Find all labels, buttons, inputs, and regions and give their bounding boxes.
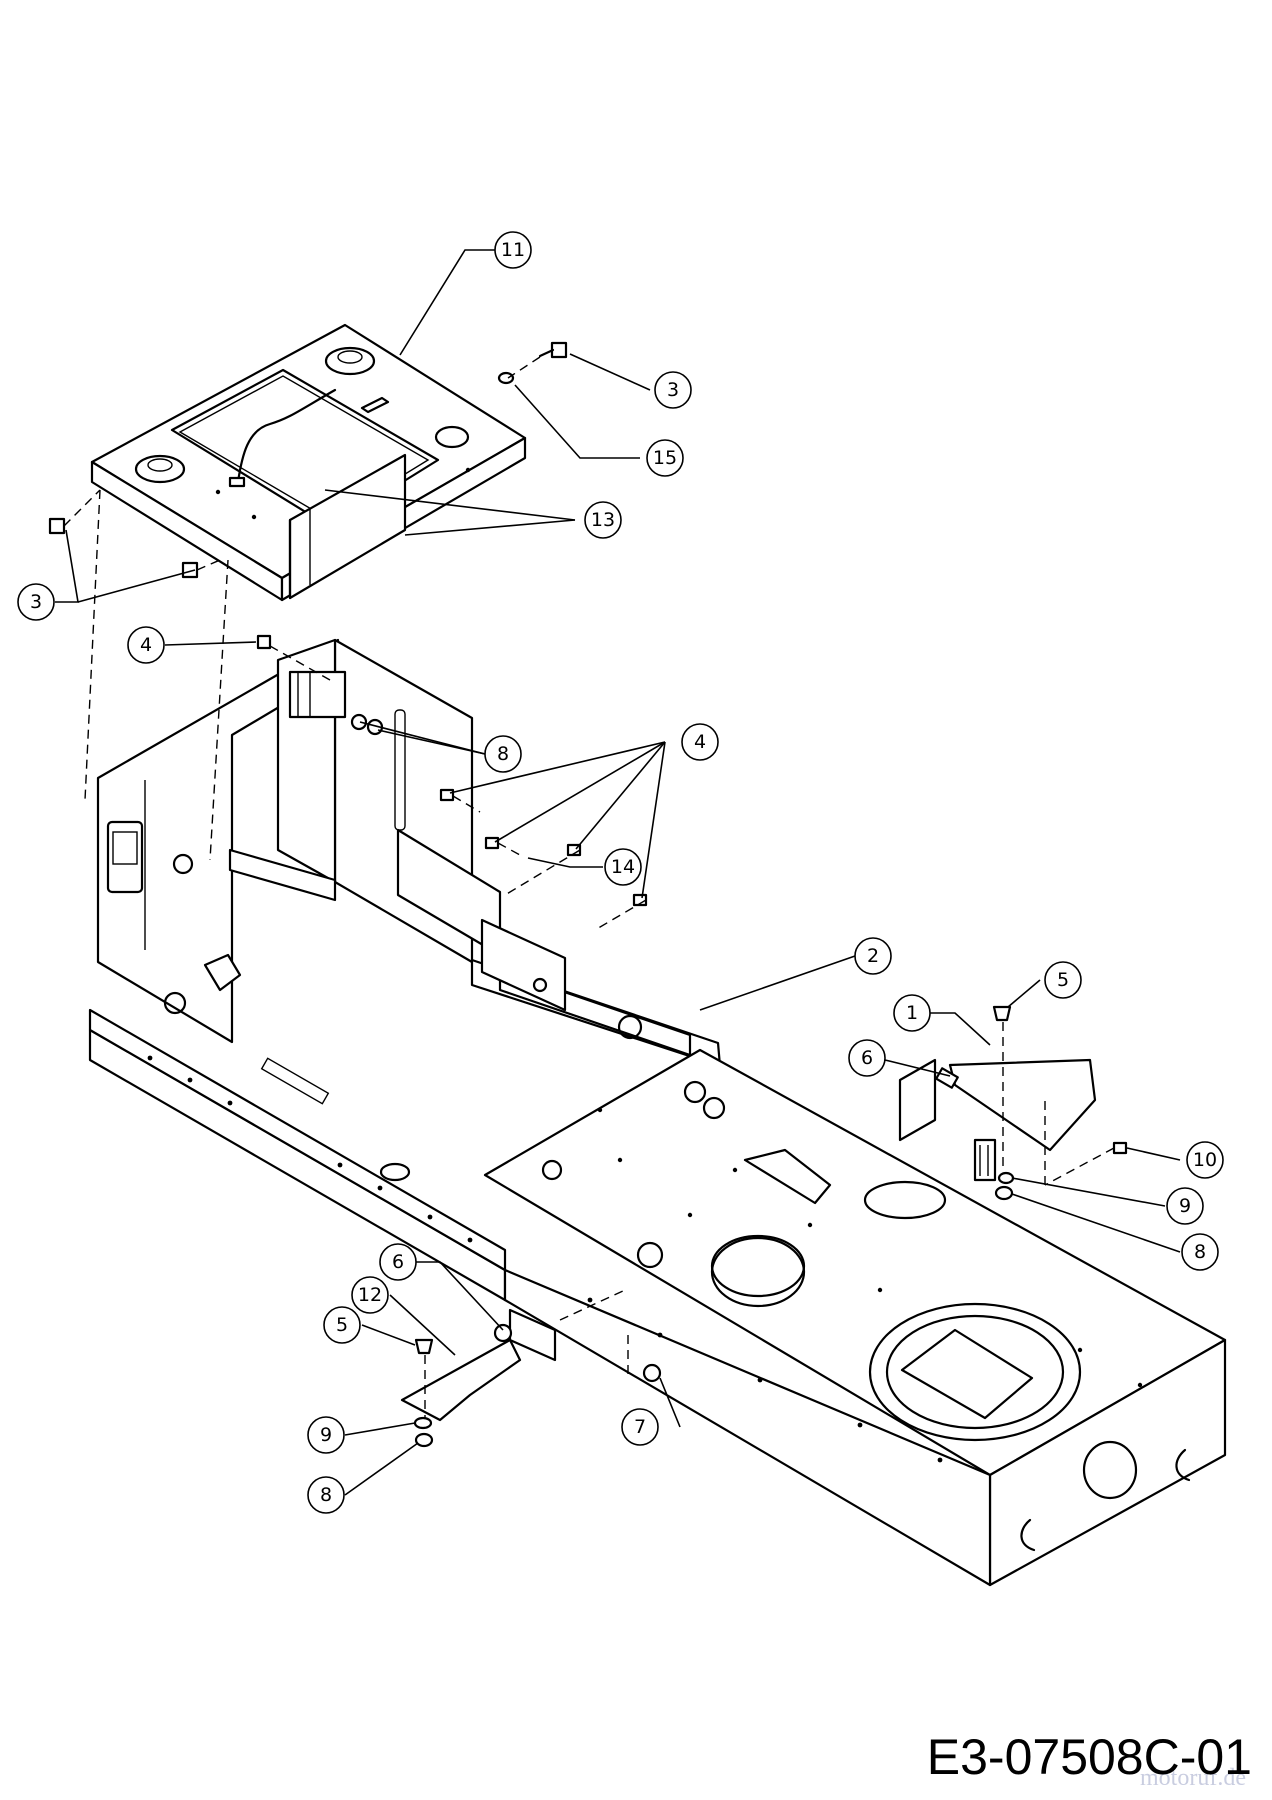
callout-14: 14: [604, 848, 642, 886]
svg-text:8: 8: [497, 743, 509, 765]
main-frame: [88, 918, 1227, 1587]
svg-text:1: 1: [906, 1002, 918, 1024]
svg-text:14: 14: [611, 856, 635, 878]
svg-text:5: 5: [1057, 969, 1069, 991]
svg-text:4: 4: [140, 634, 152, 656]
svg-text:13: 13: [591, 509, 615, 531]
bolt-4-top: [256, 634, 272, 650]
callout-5-right: 5: [1044, 961, 1082, 999]
washer-15: [497, 371, 515, 385]
callout-leaders: [55, 249, 1181, 1496]
callout-11: 11: [494, 231, 532, 269]
callout-7: 7: [621, 1408, 659, 1446]
watermark: motoruf.de: [1140, 1765, 1246, 1791]
svg-text:7: 7: [634, 1416, 646, 1438]
svg-text:12: 12: [358, 1284, 382, 1306]
lower-left-bracket: [400, 1308, 557, 1422]
svg-text:11: 11: [501, 239, 525, 261]
seat-support-pan: [90, 323, 527, 602]
svg-text:9: 9: [320, 1424, 332, 1446]
bracket-assembly: [898, 1058, 1097, 1182]
callout-1: 1: [893, 994, 931, 1032]
svg-text:8: 8: [320, 1484, 332, 1506]
svg-text:15: 15: [653, 447, 677, 469]
svg-text:9: 9: [1179, 1195, 1191, 1217]
svg-text:6: 6: [861, 1047, 873, 1069]
callout-15: 15: [646, 439, 684, 477]
pin-5-right: [992, 1005, 1012, 1022]
svg-text:4: 4: [694, 731, 706, 753]
callout-4-top: 4: [127, 626, 165, 664]
svg-text:8: 8: [1194, 1241, 1206, 1263]
svg-text:6: 6: [392, 1251, 404, 1273]
svg-text:3: 3: [30, 591, 42, 613]
bolt-3-right: [538, 341, 568, 359]
rear-frame-plates: [96, 638, 502, 1044]
callout-5-bottom: 5: [323, 1306, 361, 1344]
callout-8-right: 8: [1181, 1233, 1219, 1271]
callout-9-bottom: 9: [307, 1416, 345, 1454]
callout-6-right: 6: [848, 1039, 886, 1077]
svg-text:5: 5: [336, 1314, 348, 1336]
callout-10: 10: [1186, 1141, 1224, 1179]
callout-9-right: 9: [1166, 1187, 1204, 1225]
fasteners: [48, 341, 1128, 1448]
callout-3-left: 3: [17, 583, 55, 621]
diagram-code: E3-07508C-01: [926, 1729, 1252, 1785]
callout-4-group: 4: [681, 723, 719, 761]
callout-3-right: 3: [654, 371, 692, 409]
assembly-lines: [63, 356, 1115, 1418]
callouts: 11 3 15 13 3 4 8 4 14 2 5 1 6 10 9 8 6 1…: [17, 231, 1224, 1514]
svg-text:3: 3: [667, 379, 679, 401]
callout-8-bottom: 8: [307, 1476, 345, 1514]
svg-text:10: 10: [1193, 1149, 1217, 1171]
callout-12: 12: [351, 1276, 389, 1314]
bolt-3-left-a: [48, 517, 66, 535]
callout-6-bottom: 6: [379, 1243, 417, 1281]
callout-13: 13: [584, 501, 622, 539]
callout-2: 2: [854, 937, 892, 975]
callout-8-top: 8: [484, 735, 522, 773]
bolt-3-left-b: [181, 561, 199, 579]
svg-text:2: 2: [867, 945, 879, 967]
